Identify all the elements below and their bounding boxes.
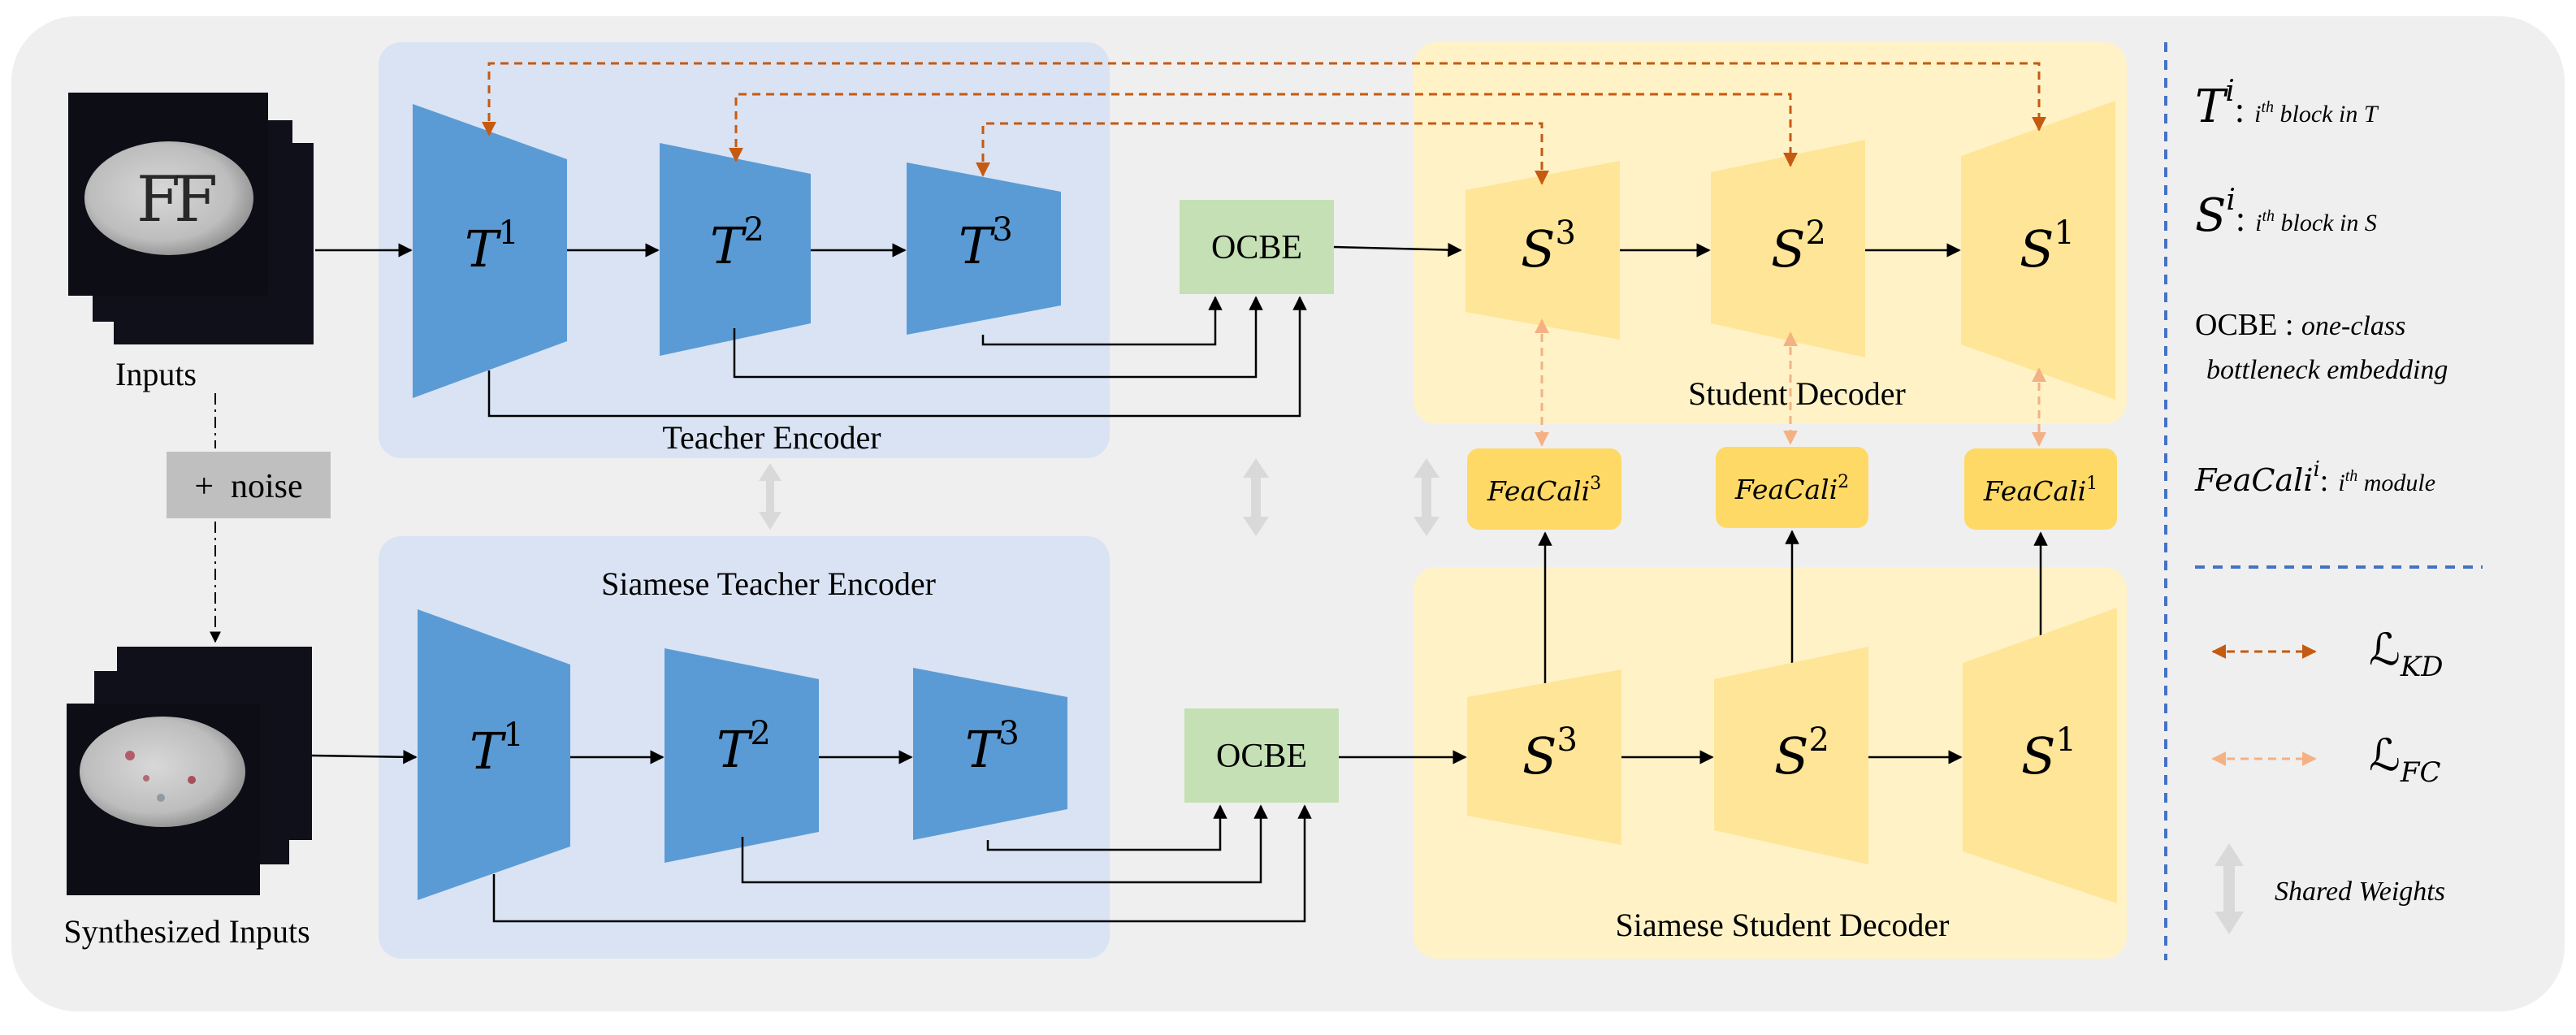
legend-ocbe-entry-line2: bottleneck embedding	[2206, 355, 2448, 385]
inputs-image-stack: F F	[68, 93, 314, 344]
svg-text:F: F	[174, 163, 218, 236]
student-block-s3-top	[1466, 161, 1620, 340]
siamese-teacher-block-1	[418, 609, 570, 900]
teacher-block-2-label: T2	[710, 211, 764, 275]
siamese-teacher-block-1-label: T1	[470, 717, 524, 781]
siamese-student-decoder-label: Siamese Student Decoder	[1616, 907, 1950, 943]
siamese-teacher-block-3	[913, 668, 1067, 840]
siamese-student-block-s3-label: S3	[1522, 721, 1578, 786]
kd-arrow-t1-s1	[482, 62, 2046, 136]
feacali-block-2-label: FeaCali2	[1734, 472, 1849, 505]
siamese-student-block-s1-label: S1	[2021, 721, 2076, 786]
skip-t1-to-ocbe-top	[487, 296, 1307, 418]
arrow-ocbe-to-s3-top	[1333, 242, 1462, 258]
siamese-student-block-s3	[1467, 669, 1621, 845]
noise-box	[167, 452, 331, 518]
ocbe-label-bottom: OCBE	[1216, 738, 1307, 775]
feacali-block-2	[1716, 447, 1868, 528]
ocbe-block-bottom	[1184, 708, 1339, 803]
legend-ocbe-entry: OCBE : one-class	[2195, 308, 2405, 342]
siamese-teacher-block-3-label: T3	[965, 715, 1020, 779]
inputs-label: Inputs	[115, 356, 197, 392]
siamese-teacher-block-2	[665, 648, 819, 863]
teacher-block-3	[907, 162, 1061, 335]
siamese-teacher-encoder-label: Siamese Teacher Encoder	[601, 565, 936, 602]
legend-fc-label: ℒFC	[2369, 730, 2441, 789]
svg-text:F: F	[136, 163, 180, 236]
feacali-block-3	[1467, 448, 1621, 530]
feacali-block-3-label: FeaCali3	[1487, 474, 1601, 507]
skip-t3-to-ocbe-bottom	[986, 804, 1227, 851]
siamese-teacher-block-2-label: T2	[717, 715, 771, 779]
legend-kd-label: ℒKD	[2369, 624, 2444, 683]
synthesized-inputs-label: Synthesized Inputs	[63, 913, 310, 950]
student-block-s1-top	[1961, 101, 2115, 400]
student-block-s2-top-label: S2	[1771, 214, 1826, 279]
skip-t1-to-ocbe-bottom	[492, 804, 1312, 923]
student-block-s3-top-label: S3	[1521, 214, 1576, 279]
teacher-block-3-label: T3	[959, 211, 1013, 275]
arrow-synth-to-t1	[311, 750, 418, 764]
legend-shared-weights-label: Shared Weights	[2275, 877, 2445, 907]
siamese-student-block-s2	[1714, 647, 1868, 864]
skip-t2-to-ocbe-top	[733, 296, 1263, 379]
skip-t2-to-ocbe-bottom	[741, 804, 1268, 884]
shared-weights-arrow-encoder	[759, 463, 781, 530]
shared-weights-arrow-decoder	[1414, 458, 1440, 536]
kd-arrow-t3-s3	[976, 122, 1549, 185]
feacali-block-1-label: FeaCali1	[1983, 474, 2098, 507]
student-decoder-label: Student Decoder	[1688, 375, 1906, 412]
kd-arrow-t2-s2	[729, 93, 1798, 167]
student-block-s2-top	[1711, 140, 1865, 357]
feacali-block-1	[1964, 448, 2117, 530]
skip-t3-to-ocbe-top	[981, 296, 1223, 346]
noise-label: + noise	[194, 468, 302, 505]
legend-t-entry: Ti:ith block in T	[2195, 75, 2379, 133]
legend-feacali-entry: FeaCalii:ith module	[2194, 457, 2435, 498]
siamese-student-block-s1	[1963, 608, 2117, 903]
siamese-student-block-s2-label: S2	[1774, 721, 1829, 786]
synthesized-inputs-image-stack	[67, 647, 312, 895]
legend-shared-weights-icon	[2214, 843, 2244, 934]
teacher-block-1-label: T1	[465, 214, 519, 279]
ocbe-label-top: OCBE	[1211, 229, 1302, 266]
teacher-encoder-label: Teacher Encoder	[662, 419, 881, 456]
legend-s-entry: Si:ith block in S	[2195, 184, 2377, 242]
teacher-block-1	[413, 104, 567, 398]
shared-weights-arrow-ocbe	[1243, 458, 1269, 536]
teacher-block-2	[660, 143, 811, 356]
student-block-s1-top-label: S1	[2020, 214, 2075, 279]
ocbe-block-top	[1180, 200, 1334, 294]
